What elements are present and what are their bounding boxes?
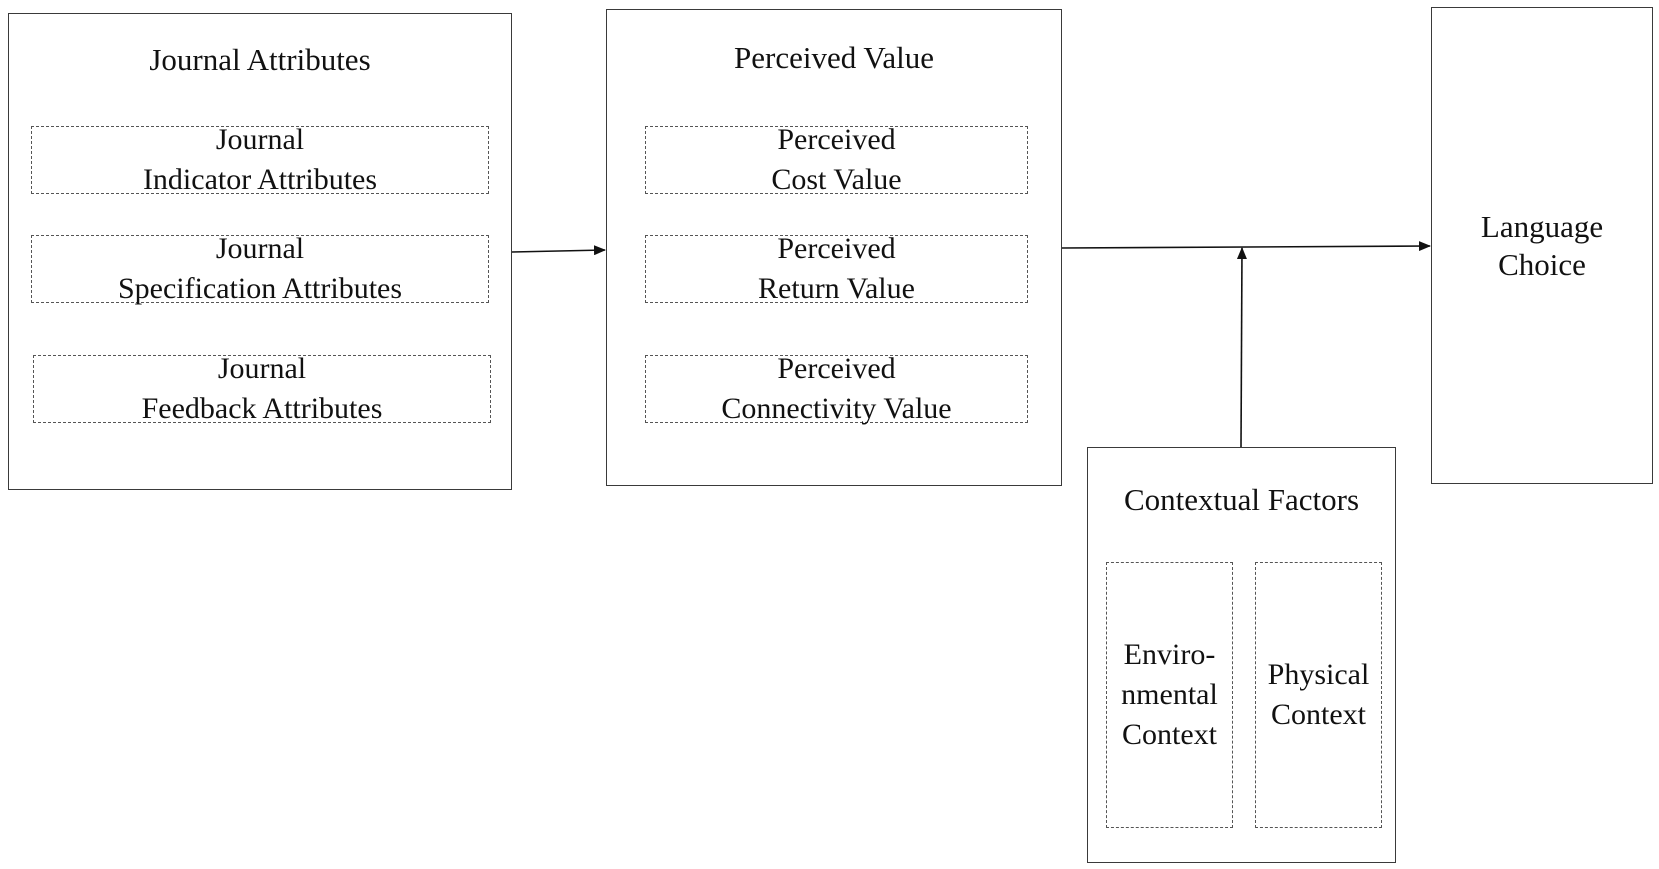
arrow-perceived-to-language <box>1061 241 1431 252</box>
perceived-connectivity-line2: Connectivity Value <box>721 392 952 425</box>
perceived-connectivity-value: Perceived Connectivity Value <box>645 352 1028 425</box>
perceived-return-line1: Perceived <box>777 232 896 265</box>
environmental-context: Enviro- nmental Context <box>1106 562 1233 828</box>
language-choice-line1: Language <box>1480 209 1604 244</box>
physical-line2: Context <box>1271 698 1366 731</box>
language-choice-label: Language Choice <box>1432 208 1652 284</box>
environmental-line1: Enviro- <box>1123 638 1216 671</box>
journal-specification-line2: Specification Attributes <box>117 272 403 305</box>
perceived-value-title: Perceived Value <box>734 40 934 75</box>
journal-feedback-line1: Journal <box>217 352 307 385</box>
journal-indicator-line1: Journal <box>215 123 305 156</box>
journal-specification-attributes: Journal Specification Attributes <box>31 232 489 305</box>
environmental-line2: nmental <box>1121 678 1218 711</box>
journal-feedback-attributes: Journal Feedback Attributes <box>33 352 491 425</box>
journal-specification-line1: Journal <box>215 232 305 265</box>
perceived-value-box: Perceived Value <box>606 9 1062 486</box>
journal-indicator-line2: Indicator Attributes <box>142 163 378 196</box>
perceived-cost-line2: Cost Value <box>771 163 902 196</box>
journal-attributes-title: Journal Attributes <box>149 42 371 77</box>
journal-indicator-attributes: Journal Indicator Attributes <box>31 123 489 196</box>
perceived-return-line2: Return Value <box>758 272 915 305</box>
contextual-factors-box: Contextual Factors <box>1087 447 1396 863</box>
perceived-connectivity-line1: Perceived <box>777 352 896 385</box>
arrow-journal-to-perceived <box>511 245 606 256</box>
arrow-context-moderation <box>1236 247 1247 448</box>
language-choice-line2: Choice <box>1498 247 1586 282</box>
perceived-return-value: Perceived Return Value <box>645 232 1028 305</box>
perceived-cost-line1: Perceived <box>777 123 896 156</box>
perceived-cost-value: Perceived Cost Value <box>645 123 1028 196</box>
physical-line1: Physical <box>1267 658 1370 691</box>
environmental-line3: Context <box>1122 718 1217 751</box>
language-choice-box: Language Choice <box>1431 7 1653 484</box>
contextual-factors-title: Contextual Factors <box>1123 482 1360 517</box>
journal-feedback-line2: Feedback Attributes <box>141 392 383 425</box>
journal-attributes-box: Journal Attributes <box>8 13 512 490</box>
physical-context: Physical Context <box>1255 562 1382 828</box>
